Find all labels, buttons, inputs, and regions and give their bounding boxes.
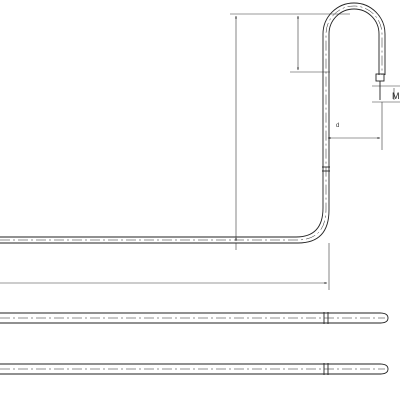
terminal-end bbox=[375, 73, 385, 82]
bent-tube bbox=[0, 2, 386, 244]
dim-label-d: d bbox=[336, 123, 339, 129]
dim-label-m: M bbox=[392, 91, 400, 101]
straight-tube-1 bbox=[0, 312, 389, 324]
tube-centerline bbox=[0, 5, 383, 241]
straight-tube-2-outline bbox=[0, 363, 389, 375]
tube-outer-wall bbox=[0, 8, 380, 244]
tube-inner-wall bbox=[0, 2, 386, 238]
straight-tube-2 bbox=[0, 363, 389, 375]
dimension-lines bbox=[0, 13, 400, 290]
straight-tube-1-outline bbox=[0, 312, 389, 324]
